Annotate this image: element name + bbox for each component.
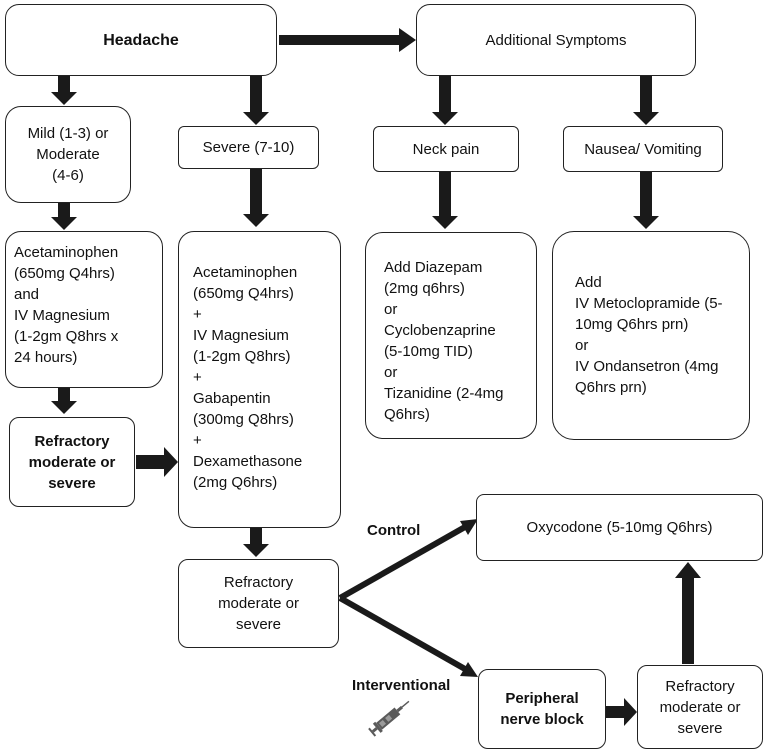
nausea-treatment-line-2: IV Metoclopramide (5-	[575, 295, 723, 312]
severe-treatment-line-2: (650mg Q4hrs)	[193, 285, 294, 302]
arrow-refractory2-to-nerveblock	[338, 595, 467, 672]
neck-treatment-line-5: (5-10mg TID)	[384, 343, 473, 360]
mild-treatment-line-3: and	[14, 286, 40, 303]
nerve-block-line-1: Peripheral	[505, 690, 579, 707]
control-label: Control	[367, 522, 421, 539]
interventional-label: Interventional	[352, 677, 451, 694]
headache-label: Headache	[103, 31, 179, 49]
arrow-mild-to-treatment	[51, 203, 77, 230]
arrow-headache-to-additional	[279, 28, 416, 52]
arrow-headache-to-severe	[243, 76, 269, 125]
refractory1-line-3: severe	[48, 474, 96, 492]
severe-treatment-line-5: (1-2gm Q8hrs)	[193, 348, 291, 365]
arrow-headache-to-mild	[51, 76, 77, 105]
mild-line-1: Mild (1-3) or	[27, 125, 109, 142]
arrow-severe-to-treatment	[243, 169, 269, 227]
nausea-treatment-box: Add IV Metoclopramide (5- 10mg Q6hrs prn…	[552, 231, 750, 440]
arrow-severetreatment-to-refractory2	[243, 528, 269, 557]
severe-treatment-line-4: IV Magnesium	[193, 327, 289, 344]
refractory2-line-2: moderate or	[218, 595, 299, 612]
nerve-block-box: Peripheral nerve block	[478, 669, 606, 749]
arrow-refractory3-to-oxycodone	[675, 562, 701, 664]
neck-treatment-line-1: Add Diazepam	[384, 259, 483, 276]
mild-treatment-line-5: (1-2gm Q8hrs x	[14, 328, 119, 345]
neck-treatment-line-3: or	[384, 301, 398, 318]
arrow-refractory2-to-oxycodone	[338, 524, 467, 601]
neck-pain-label: Neck pain	[412, 140, 480, 158]
arrow-additional-to-nausea	[633, 76, 659, 125]
nausea-label: Nausea/ Vomiting	[584, 140, 702, 158]
arrow-nausea-to-treatment	[633, 172, 659, 229]
mild-treatment-line-6: 24 hours)	[14, 349, 78, 366]
arrow-neck-to-treatment	[432, 172, 458, 229]
refractory1-line-1: Refractory	[34, 432, 110, 450]
nausea-treatment-line-5: IV Ondansetron (4mg	[575, 358, 719, 375]
refractory-box-3: Refractory moderate or severe	[637, 665, 763, 749]
refractory3-line-2: moderate or	[659, 698, 741, 716]
nausea-treatment-line-3: 10mg Q6hrs prn)	[575, 316, 689, 333]
oxycodone-label: Oxycodone (5-10mg Q6hrs)	[526, 519, 713, 536]
severe-treatment-line-1: Acetaminophen	[193, 264, 298, 281]
neck-treatment-line-2: (2mg q6hrs)	[384, 280, 465, 297]
severe-treatment-line-3: +	[193, 306, 202, 323]
mild-treatment-line-4: IV Magnesium	[14, 307, 110, 324]
neck-treatment-line-7: Tizanidine (2-4mg	[384, 385, 504, 402]
severe-treatment-line-6: +	[193, 369, 202, 386]
severe-treatment-line-9: +	[193, 432, 202, 449]
headache-box: Headache	[5, 4, 277, 76]
severe-box: Severe (7-10)	[178, 126, 319, 169]
severe-treatment-line-7: Gabapentin	[193, 390, 271, 407]
arrowhead-control	[460, 519, 478, 535]
severe-treatment-line-8: (300mg Q8hrs)	[193, 411, 294, 428]
refractory1-line-2: moderate or	[28, 453, 116, 471]
severe-label: Severe (7-10)	[202, 139, 295, 156]
mild-line-2: Moderate	[36, 146, 100, 163]
arrow-mildtreatment-to-refractory1	[51, 388, 77, 414]
severe-treatment-box: Acetaminophen (650mg Q4hrs) + IV Magnesi…	[178, 231, 341, 528]
nausea-treatment-line-4: or	[575, 337, 589, 354]
neck-treatment-line-8: Q6hrs)	[384, 406, 430, 423]
nerve-block-line-2: nerve block	[500, 711, 584, 728]
additional-symptoms-box: Additional Symptoms	[416, 4, 696, 76]
arrow-refractory1-to-severetreatment	[136, 447, 178, 477]
arrowhead-interventional	[460, 662, 478, 677]
mild-treatment-line-2: (650mg Q4hrs)	[14, 265, 115, 282]
mild-moderate-box: Mild (1-3) or Moderate (4-6)	[5, 106, 131, 203]
nausea-treatment-line-6: Q6hrs prn)	[575, 379, 647, 396]
refractory3-line-3: severe	[677, 719, 723, 737]
mild-treatment-line-1: Acetaminophen	[14, 244, 119, 261]
arrow-additional-to-neck	[432, 76, 458, 125]
arrow-nerveblock-to-refractory3	[606, 698, 637, 726]
mild-line-3: (4-6)	[52, 167, 84, 184]
severe-treatment-line-11: (2mg Q6hrs)	[193, 474, 278, 491]
refractory-box-2: Refractory moderate or severe	[178, 559, 339, 648]
oxycodone-box: Oxycodone (5-10mg Q6hrs)	[476, 494, 763, 561]
additional-symptoms-label: Additional Symptoms	[485, 31, 627, 49]
refractory2-line-1: Refractory	[223, 574, 294, 591]
refractory3-line-1: Refractory	[665, 677, 735, 695]
mild-treatment-box: Acetaminophen (650mg Q4hrs) and IV Magne…	[5, 231, 163, 388]
neck-treatment-line-4: Cyclobenzaprine	[384, 322, 496, 339]
neck-treatment-line-6: or	[384, 364, 398, 381]
syringe-icon	[368, 700, 410, 737]
neck-pain-box: Neck pain	[373, 126, 519, 172]
refractory-box-1: Refractory moderate or severe	[9, 417, 135, 507]
severe-treatment-line-10: Dexamethasone	[193, 453, 303, 470]
neck-treatment-box: Add Diazepam (2mg q6hrs) or Cyclobenzapr…	[365, 232, 537, 439]
nausea-box: Nausea/ Vomiting	[563, 126, 723, 172]
refractory2-line-3: severe	[235, 616, 282, 633]
nausea-treatment-line-1: Add	[575, 274, 602, 291]
